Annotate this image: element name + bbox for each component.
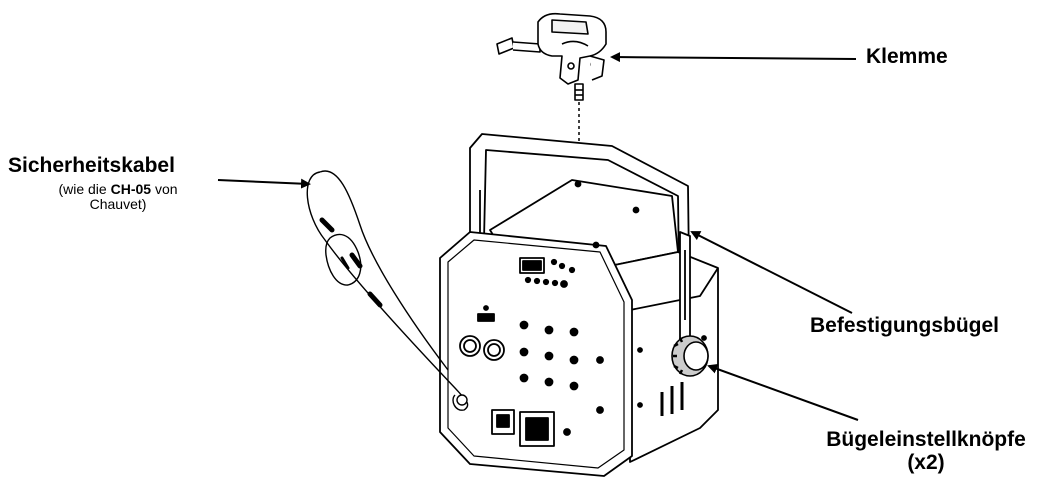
- mounting-bracket-label: Befestigungsbügel: [810, 314, 1000, 337]
- bracket-knobs-count: (x2): [907, 451, 945, 475]
- bracket-knobs-text: Bügeleinstellknöpfe: [826, 428, 1026, 451]
- knob-arrow: [707, 364, 859, 421]
- safety-cable-icon: [306, 170, 469, 411]
- bracket-knobs-label: Bügeleinstellknöpfe (x2): [806, 428, 1046, 474]
- clamp-arrow: [610, 52, 857, 63]
- safety-cable-note-model: CH-05: [110, 181, 152, 197]
- clamp-label: Klemme: [866, 45, 948, 68]
- safety-cable-note: (wie die CH-05 von Chauvet): [18, 181, 218, 213]
- fixture-icon: [439, 133, 719, 477]
- bracket-arrow: [690, 231, 853, 314]
- bracket-knob-icon: [671, 335, 709, 377]
- clamp-icon: [496, 12, 607, 101]
- safety-cable-label: Sicherheitskabel: [8, 154, 175, 177]
- safety-cable-note-pre: (wie die: [58, 181, 111, 197]
- safety-cable-note-line2: Chauvet): [89, 196, 147, 213]
- safety-cable-arrow: [217, 178, 311, 189]
- safety-cable-note-post: von: [151, 181, 178, 197]
